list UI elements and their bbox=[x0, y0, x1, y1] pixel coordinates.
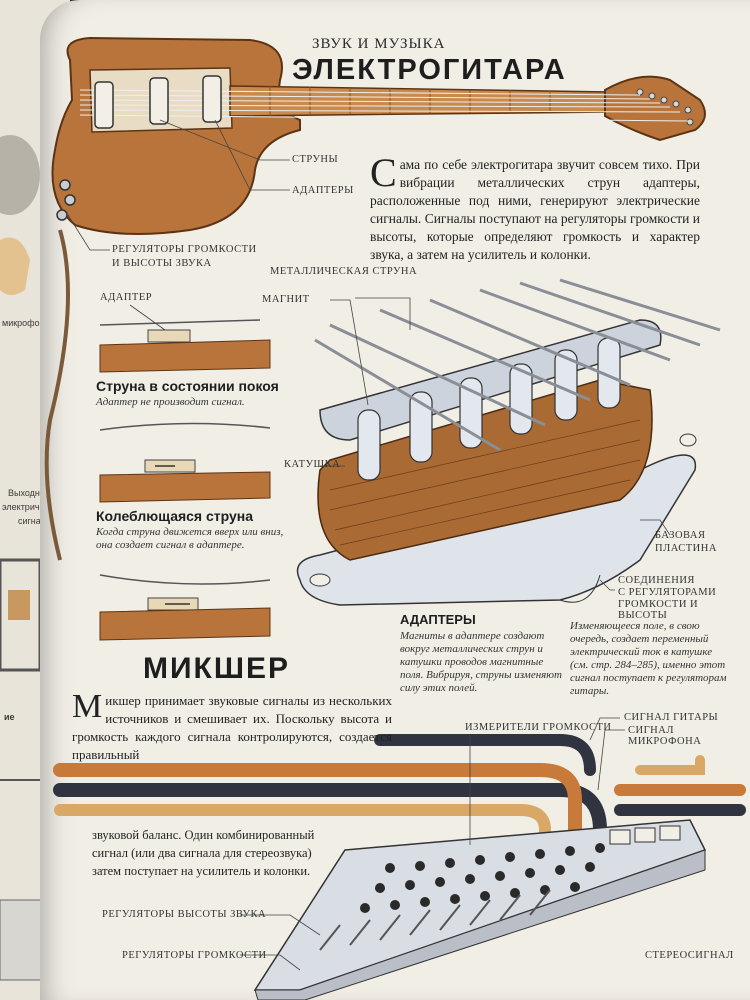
label-mic-signal: СИГНАЛ МИКРОФОНА bbox=[628, 725, 702, 747]
mixer-text-1: икшер принимает звуковые сигналы из неск… bbox=[72, 693, 392, 762]
label-magnet: МАГНИТ bbox=[262, 294, 310, 305]
label-base-1: БАЗОВАЯ bbox=[655, 530, 706, 541]
vibrating-title: Колеблющаяся струна bbox=[96, 508, 254, 524]
fragment-text: сигнал bbox=[18, 516, 47, 526]
mixer-illustration bbox=[240, 717, 707, 1000]
label-stereo-signal: СТЕРЕОСИГНАЛ bbox=[645, 950, 734, 961]
pickup-illustration bbox=[296, 278, 721, 606]
label-adapters: АДАПТЕРЫ bbox=[292, 185, 354, 196]
label-guitar-signal: СИГНАЛ ГИТАРЫ bbox=[624, 712, 719, 723]
label-conn-1: СОЕДИНЕНИЯ bbox=[618, 575, 695, 586]
adapters-text: Магниты в адаптере создают вокруг металл… bbox=[400, 630, 562, 694]
fragment-text: электрический bbox=[2, 502, 64, 512]
fragment-text: микрофона bbox=[2, 318, 50, 328]
label-knobs-2: И ВЫСОТЫ ЗВУКА bbox=[112, 258, 212, 269]
vibrating-text: Когда струна движется вверх или вниз, он… bbox=[96, 526, 284, 551]
intro-text: ама по себе электрогитара звучит совсем … bbox=[370, 157, 700, 262]
label-volume-controls: РЕГУЛЯТОРЫ ГРОМКОСТИ bbox=[122, 950, 267, 961]
label-conn-3: ГРОМКОСТИ И ВЫСОТЫ bbox=[618, 599, 699, 621]
adapters-title: АДАПТЕРЫ bbox=[400, 612, 476, 627]
fragment-text: Выходной bbox=[8, 488, 50, 498]
field-text: Изменяющееся поле, в свою очередь, созда… bbox=[570, 620, 727, 697]
page-title: ЭЛЕКТРОГИТАРА bbox=[292, 54, 567, 86]
dropcap: М bbox=[72, 688, 103, 725]
label-level-meters: ИЗМЕРИТЕЛИ ГРОМКОСТИ bbox=[465, 722, 612, 733]
mixer-title: МИКШЕР bbox=[143, 652, 291, 685]
fragment-text: ие bbox=[4, 712, 15, 722]
label-conn-2: С РЕГУЛЯТОРАМИ bbox=[618, 587, 717, 598]
rest-text: Адаптер не производит сигнал. bbox=[96, 396, 245, 408]
label-metal-string: МЕТАЛЛИЧЕСКАЯ СТРУНА bbox=[270, 266, 418, 277]
label-knobs-1: РЕГУЛЯТОРЫ ГРОМКОСТИ bbox=[112, 244, 257, 255]
guitar-illustration bbox=[44, 36, 706, 561]
label-base-2: ПЛАСТИНА bbox=[655, 543, 717, 554]
label-adapter: АДАПТЕР bbox=[100, 292, 153, 303]
label-strings: СТРУНЫ bbox=[292, 154, 339, 165]
string-vibrating-diagram bbox=[99, 422, 271, 641]
label-coil: КАТУШКА bbox=[284, 459, 341, 470]
section-label: ЗВУК И МУЗЫКА bbox=[312, 36, 446, 52]
dropcap: С bbox=[370, 150, 397, 195]
mixer-cables bbox=[53, 734, 746, 857]
string-rest-diagram bbox=[99, 304, 271, 373]
rest-title: Струна в состоянии покоя bbox=[96, 378, 279, 394]
mixer-text-2: звуковой баланс. Один комбинированный си… bbox=[92, 828, 315, 878]
label-pitch-controls: РЕГУЛЯТОРЫ ВЫСОТЫ ЗВУКА bbox=[102, 909, 267, 920]
